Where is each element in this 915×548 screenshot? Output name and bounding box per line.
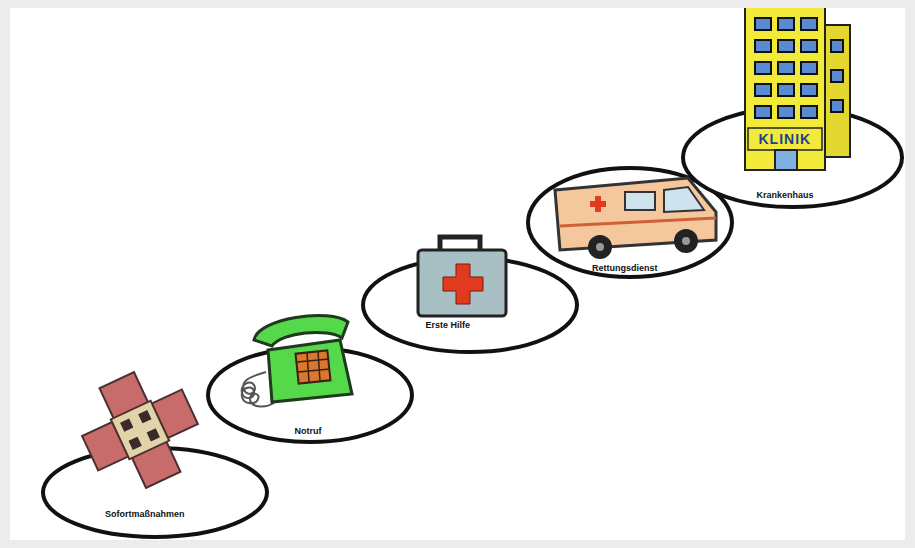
pad-dot xyxy=(138,410,151,423)
chain-step-ellipse: Erste Hilfe xyxy=(360,255,580,355)
chain-step-ellipse: Krankenhaus xyxy=(680,105,905,210)
step-label: Rettungsdienst xyxy=(592,263,658,274)
ellipse-shape xyxy=(363,258,577,352)
pad-dot xyxy=(147,428,160,441)
ellipse-outline xyxy=(40,445,270,540)
chain-step-ellipse: Sofortmaßnahmen xyxy=(40,445,270,540)
page-panel: Sofortmaßnahmen Notruf Erste Hilfe Rettungs… xyxy=(10,8,905,540)
hospital-sign xyxy=(748,128,822,150)
ellipse-shape xyxy=(43,448,267,537)
ellipse-shape xyxy=(683,108,902,207)
window-grid xyxy=(755,18,843,118)
kit-handle xyxy=(440,237,480,251)
ellipse-shape xyxy=(208,348,412,442)
sign-text: KLINIK xyxy=(759,131,812,147)
step-label: Notruf xyxy=(295,426,322,437)
drawing-area: Sofortmaßnahmen Notruf Erste Hilfe Rettungs… xyxy=(10,8,905,540)
phone-handset xyxy=(254,316,348,346)
ellipse-outline xyxy=(360,255,580,355)
step-label: Sofortmaßnahmen xyxy=(105,509,185,520)
step-label: Krankenhaus xyxy=(757,190,814,201)
step-label: Erste Hilfe xyxy=(426,320,471,331)
chain-step-ellipse: Notruf xyxy=(205,345,415,445)
pad-dot xyxy=(120,419,133,432)
